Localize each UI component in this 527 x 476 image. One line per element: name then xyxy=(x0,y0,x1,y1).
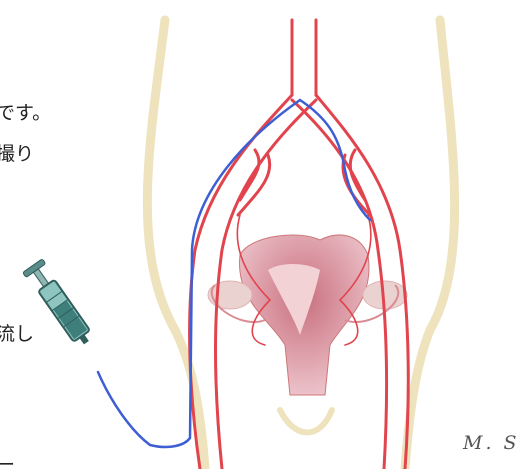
artist-signature: M. S xyxy=(463,432,520,454)
uterus xyxy=(208,235,407,395)
caption-line-3: 流し xyxy=(0,325,34,344)
caption-line-1: です。 xyxy=(0,104,51,123)
caption-line-4: ー xyxy=(0,456,15,475)
caption-line-2: 撮り xyxy=(0,145,34,164)
